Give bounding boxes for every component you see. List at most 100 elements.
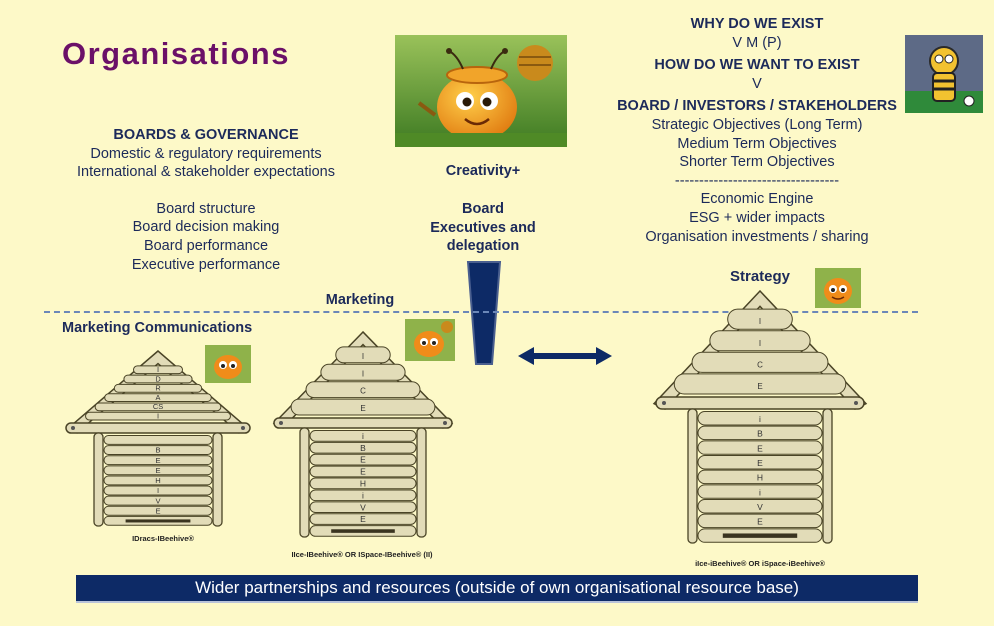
roof-plank (94, 402, 222, 412)
governance-block: BOARDS & GOVERNANCE Domestic & regulator… (50, 126, 362, 274)
partnerships-banner: Wider partnerships and resources (outsid… (76, 575, 918, 603)
funnel-icon (466, 261, 502, 365)
roof-plank (709, 330, 811, 352)
roof-plank (104, 393, 212, 402)
roof-letter: I (759, 339, 761, 348)
bee-mascot-icon (815, 268, 861, 308)
body-plank (697, 499, 823, 514)
why-heading: WHY DO WE EXIST (690, 16, 824, 32)
house-caption: IIce-IBeehive® OR ISpace-IBeehive® (II) (291, 550, 433, 559)
objective-line: Shorter Term Objectives (679, 154, 835, 171)
right-post (212, 432, 223, 527)
governance-line: Domestic & regulatory requirements (90, 145, 322, 162)
body-letter: i (759, 487, 761, 497)
body-plank (309, 465, 417, 478)
roof-letter: C (757, 360, 763, 369)
roof-letter: A (156, 393, 161, 402)
roof-plank (691, 351, 829, 373)
body-plank (309, 430, 417, 442)
roof-plank (113, 383, 203, 393)
body-plank (309, 477, 417, 490)
body-plank (103, 505, 213, 516)
roof-letter: D (155, 374, 160, 383)
body-letter: E (155, 506, 160, 515)
roof-letter: E (360, 404, 365, 413)
right-post (416, 427, 427, 538)
body-plank (697, 411, 823, 426)
left-post (299, 427, 310, 538)
how-value: V (752, 75, 762, 92)
body-letter: V (155, 496, 161, 505)
body-letter: B (155, 446, 160, 455)
body-plank (309, 501, 417, 514)
roof-plank (123, 374, 193, 384)
body-letter: B (360, 443, 366, 453)
body-letter: E (155, 466, 160, 475)
body-plank (697, 440, 823, 455)
governance-item: Board performance (143, 237, 269, 254)
roof-letter: CS (153, 402, 163, 411)
entrance-slot (331, 529, 395, 533)
honey-pot-mascot-icon (405, 319, 455, 361)
body-plank (103, 465, 213, 476)
objective-line: Medium Term Objectives (677, 135, 837, 152)
body-plank (309, 489, 417, 502)
body-letter: i (759, 414, 761, 424)
body-plank (309, 513, 417, 525)
entrance-slot (722, 533, 798, 538)
how-heading: HOW DO WE WANT TO EXIST (654, 57, 860, 74)
roof-plank (673, 373, 847, 395)
body-letter: H (757, 473, 763, 483)
house-caption: IDracs-IBeehive® (132, 534, 194, 543)
left-post (93, 432, 104, 527)
body-letter: E (757, 443, 763, 453)
roof-plank (133, 365, 183, 375)
board-line: Board (462, 201, 504, 217)
engine-line: ESG + wider impacts (689, 209, 825, 226)
body-letter: E (757, 517, 763, 527)
marketing-communications-label: Marketing Communications (62, 320, 253, 336)
body-letter: E (360, 455, 366, 465)
body-letter: H (155, 476, 160, 485)
right-post (822, 408, 833, 544)
page-title: Organisations (62, 36, 290, 71)
double-arrow-icon (518, 347, 612, 365)
body-plank (697, 484, 823, 499)
roof-plank (290, 398, 436, 416)
entrance-slot (125, 519, 191, 523)
governance-heading: BOARDS & GOVERNANCE (113, 127, 299, 143)
body-letter: i (362, 490, 364, 500)
body-plank (103, 435, 213, 445)
body-letter: E (757, 458, 763, 468)
purpose-block: WHY DO WE EXIST V M (P) HOW DO WE WANT T… (598, 15, 916, 246)
roof-letter: I (157, 411, 159, 420)
bee-mascot-icon (205, 345, 251, 383)
body-plank (103, 455, 213, 466)
body-plank (103, 475, 213, 486)
eave-beam (65, 422, 251, 434)
objective-line: Strategic Objectives (Long Term) (651, 116, 863, 133)
eave-beam (273, 417, 453, 429)
separator-line: ---------------------------------- (674, 172, 840, 189)
governance-line: International & stakeholder expectations (77, 164, 335, 181)
body-letter: E (155, 456, 160, 465)
dashed-divider (44, 311, 918, 313)
strategy-label: Strategy (729, 268, 791, 285)
marketing-label: Marketing (325, 292, 395, 308)
body-letter: H (360, 478, 366, 488)
why-value: V M (P) (732, 34, 782, 51)
body-letter: I (157, 486, 159, 495)
body-plank (697, 455, 823, 470)
body-plank (103, 495, 213, 506)
board-line: delegation (446, 238, 520, 254)
governance-item: Executive performance (131, 256, 281, 273)
body-plank (103, 485, 213, 496)
body-letter: E (360, 467, 366, 477)
roof-plank (727, 308, 793, 330)
roof-letter: I (759, 317, 761, 326)
board-line: Executives and (430, 219, 536, 236)
governance-item: Board decision making (132, 219, 280, 236)
